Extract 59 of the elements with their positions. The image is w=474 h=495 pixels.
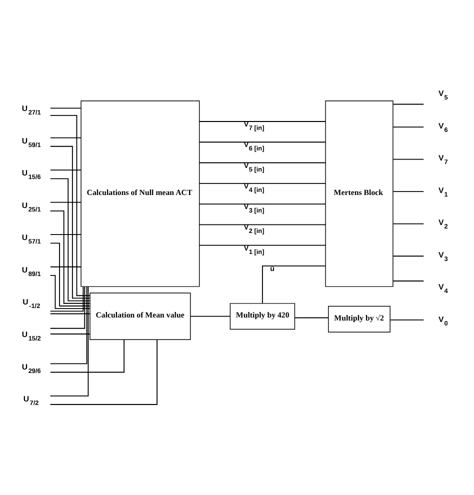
connector xyxy=(199,142,326,143)
node-text: V$_{6}$ xyxy=(438,121,448,134)
connector xyxy=(50,313,90,314)
connector xyxy=(190,316,230,317)
node-text: U$_{-1/2}$ xyxy=(22,298,40,310)
connector xyxy=(50,137,82,138)
node-text: V$_{1}$ xyxy=(438,186,448,198)
node-text: U$_{59/1}$ xyxy=(22,136,41,149)
node-box: Calculation of Mean value xyxy=(90,292,191,340)
connector xyxy=(392,256,424,257)
node-text: U$_{27/1}$ xyxy=(22,104,41,117)
connector xyxy=(199,224,326,226)
connector xyxy=(199,244,326,246)
node-box: Multiply by √2 xyxy=(328,306,390,332)
node-text: U$_{89/1}$ xyxy=(22,265,41,278)
connector xyxy=(392,223,424,224)
node-text: U$_{25/1}$ xyxy=(22,200,41,214)
connector xyxy=(199,162,326,164)
connector xyxy=(50,108,82,109)
connector xyxy=(50,275,90,310)
connector xyxy=(50,202,82,203)
connector xyxy=(392,158,424,160)
connector xyxy=(392,191,424,192)
connector xyxy=(50,114,90,296)
node-text: V$_{4}$ xyxy=(438,282,448,296)
connector xyxy=(262,265,326,304)
connector xyxy=(50,178,90,302)
node-text: V$_{2}$ xyxy=(438,218,448,231)
connector xyxy=(50,286,89,396)
node-text: U$_{29/6}$ xyxy=(22,362,41,375)
connector xyxy=(50,266,82,268)
connector xyxy=(50,286,84,312)
node-text: U$_{15/6}$ xyxy=(22,168,41,182)
connector xyxy=(50,339,125,373)
node-box: Calculations of Null mean ACT xyxy=(80,100,200,287)
node-text: U$_{15/2}$ xyxy=(22,330,41,342)
connector xyxy=(294,317,329,318)
node-text: U$_{57/1}$ xyxy=(22,233,41,246)
node-text: U$_{7/2}$ xyxy=(23,394,39,408)
connector xyxy=(50,339,158,405)
connector xyxy=(392,104,424,105)
connector xyxy=(50,286,86,329)
node-text: V$_{0}$ xyxy=(438,314,448,328)
connector xyxy=(50,210,90,304)
connector xyxy=(390,319,424,320)
connector xyxy=(50,234,82,236)
connector xyxy=(50,170,82,171)
connector xyxy=(392,280,424,282)
connector xyxy=(392,126,424,128)
connector xyxy=(199,121,326,122)
node-text: V$_{5}$ xyxy=(438,89,448,102)
node-box: Mertens Block xyxy=(325,100,394,287)
connector xyxy=(50,146,90,299)
node-text: V$_{7}$ xyxy=(438,154,448,166)
node-text: V$_{3}$ xyxy=(438,250,448,263)
connector xyxy=(50,286,88,364)
connector xyxy=(199,182,326,184)
connector xyxy=(50,242,90,306)
node-box: Multiply by 420 xyxy=(230,303,296,330)
